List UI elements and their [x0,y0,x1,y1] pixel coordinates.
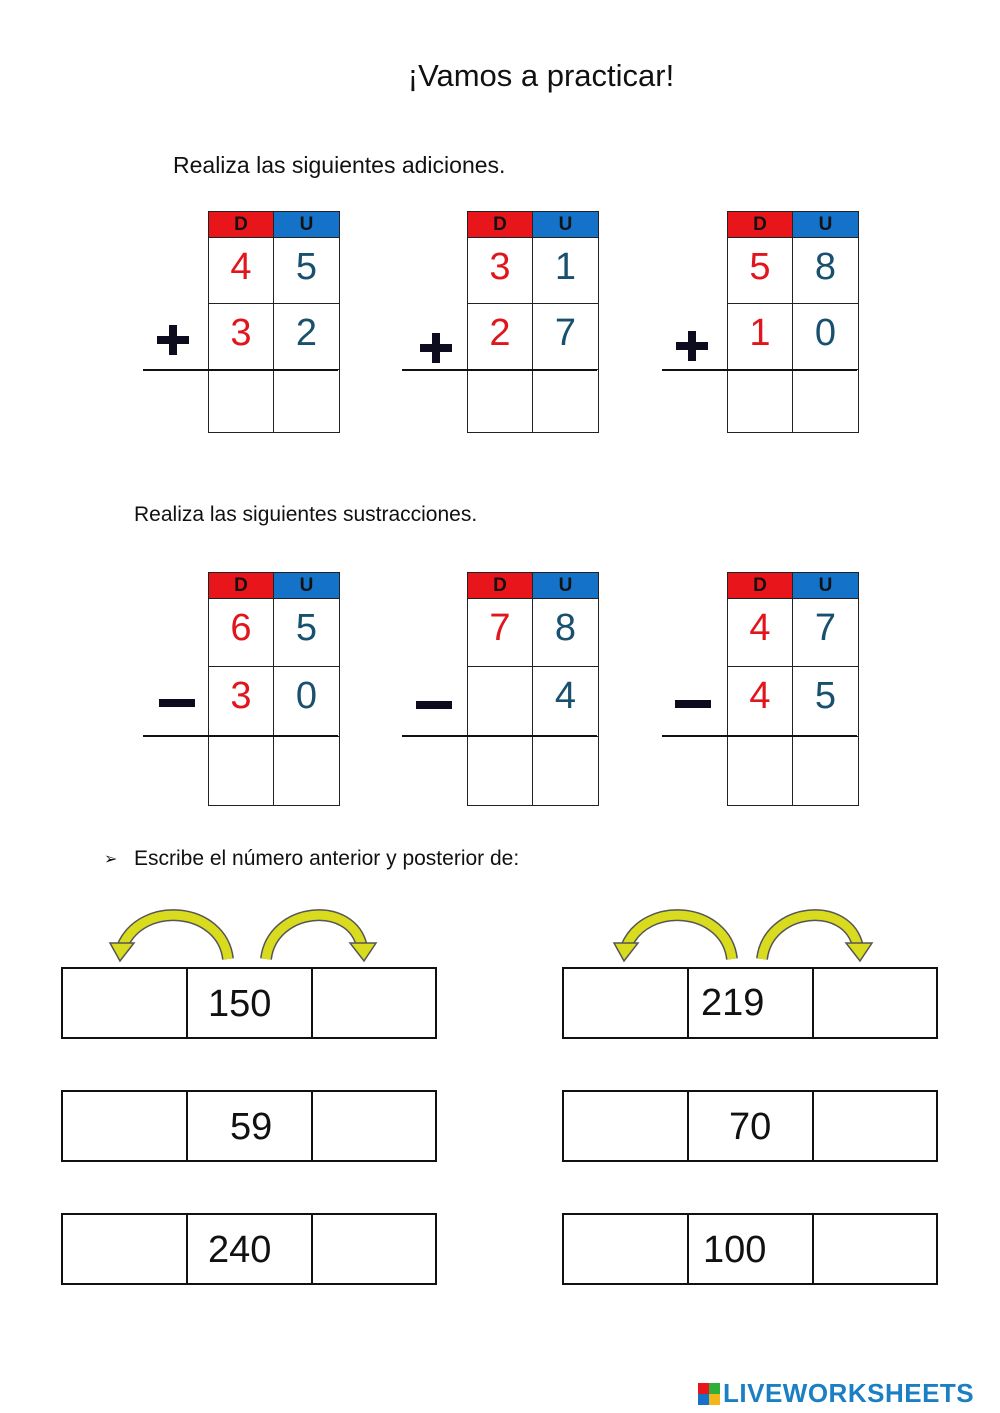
bottom-tens-digit: 3 [209,666,274,736]
bottom-units-digit: 5 [793,666,858,736]
previous-number-box[interactable] [564,969,689,1037]
top-tens-digit: 5 [728,237,793,303]
before-after-arrows-icon [612,909,874,963]
next-number-box[interactable] [814,1092,936,1162]
tens-header: D [468,211,533,237]
units-header: U [533,211,598,237]
bottom-tens-digit: 4 [728,666,793,736]
next-number-box[interactable] [814,1215,936,1285]
given-number: 100 [689,1215,814,1285]
given-number: 70 [689,1092,814,1162]
minus-sign-icon [159,699,195,707]
units-header: U [533,572,598,598]
difference-line [402,735,597,737]
difference-line [662,735,857,737]
units-header: U [793,572,858,598]
answer-units-box[interactable] [793,369,858,433]
difference-line [143,735,338,737]
top-units-digit: 7 [793,598,858,666]
answer-tens-box[interactable] [468,736,533,806]
next-number-box[interactable] [313,969,435,1039]
sequence-instruction: Escribe el número anterior y posterior d… [134,847,520,870]
minus-sign-icon [675,700,711,708]
units-header: U [793,211,858,237]
given-number: 150 [188,969,313,1039]
previous-number-box[interactable] [63,969,188,1039]
previous-number-box[interactable] [564,1215,689,1285]
before-after-arrows-icon [108,909,378,963]
answer-units-box[interactable] [274,736,339,806]
next-number-box[interactable] [313,1092,435,1162]
answer-tens-box[interactable] [209,369,274,433]
top-tens-digit: 4 [728,598,793,666]
bottom-tens-digit: 1 [728,303,793,369]
tens-header: D [468,572,533,598]
subtractions-instruction: Realiza las siguientes sustracciones. [134,503,478,526]
answer-units-box[interactable] [274,369,339,433]
given-number: 219 [689,969,814,1037]
units-header: U [274,211,339,237]
top-units-digit: 8 [793,237,858,303]
tens-header: D [728,572,793,598]
bottom-tens-digit: 2 [468,303,533,369]
tens-header: D [209,572,274,598]
answer-units-box[interactable] [533,369,598,433]
answer-units-box[interactable] [793,736,858,806]
bottom-units-digit: 7 [533,303,598,369]
top-units-digit: 1 [533,237,598,303]
previous-number-box[interactable] [63,1215,188,1285]
bottom-units-digit: 0 [274,666,339,736]
top-units-digit: 8 [533,598,598,666]
bullet-arrow-icon: ➢ [104,851,118,868]
top-tens-digit: 4 [209,237,274,303]
bottom-tens-digit [468,666,533,736]
next-number-box[interactable] [814,969,936,1037]
sequence-row: 59 [61,1090,437,1162]
sequence-row: 219 [562,967,938,1039]
next-number-box[interactable] [313,1215,435,1285]
logo-text: LIVEWORKSHEETS [723,1378,975,1408]
tens-header: D [209,211,274,237]
top-units-digit: 5 [274,598,339,666]
top-tens-digit: 6 [209,598,274,666]
sum-line [662,369,857,371]
sequence-row: 70 [562,1090,938,1162]
top-tens-digit: 7 [468,598,533,666]
sequence-row: 100 [562,1213,938,1285]
liveworksheets-logo: LIVEWORKSHEETS [698,1378,974,1409]
bottom-units-digit: 2 [274,303,339,369]
units-header: U [274,572,339,598]
bottom-units-digit: 4 [533,666,598,736]
bottom-units-digit: 0 [793,303,858,369]
minus-sign-icon [416,701,452,709]
answer-tens-box[interactable] [728,736,793,806]
given-number: 59 [188,1092,313,1162]
top-units-digit: 5 [274,237,339,303]
given-number: 240 [188,1215,313,1285]
answer-tens-box[interactable] [209,736,274,806]
sequence-row: 240 [61,1213,437,1285]
sequence-row: 150 [61,967,437,1039]
bottom-tens-digit: 3 [209,303,274,369]
additions-instruction: Realiza las siguientes adiciones. [173,152,506,178]
sum-line [143,369,338,371]
top-tens-digit: 3 [468,237,533,303]
answer-tens-box[interactable] [468,369,533,433]
tens-header: D [728,211,793,237]
previous-number-box[interactable] [63,1092,188,1162]
logo-squares-icon [698,1382,720,1405]
answer-units-box[interactable] [533,736,598,806]
sum-line [402,369,597,371]
answer-tens-box[interactable] [728,369,793,433]
page-title: ¡Vamos a practicar! [407,58,675,93]
previous-number-box[interactable] [564,1092,689,1162]
